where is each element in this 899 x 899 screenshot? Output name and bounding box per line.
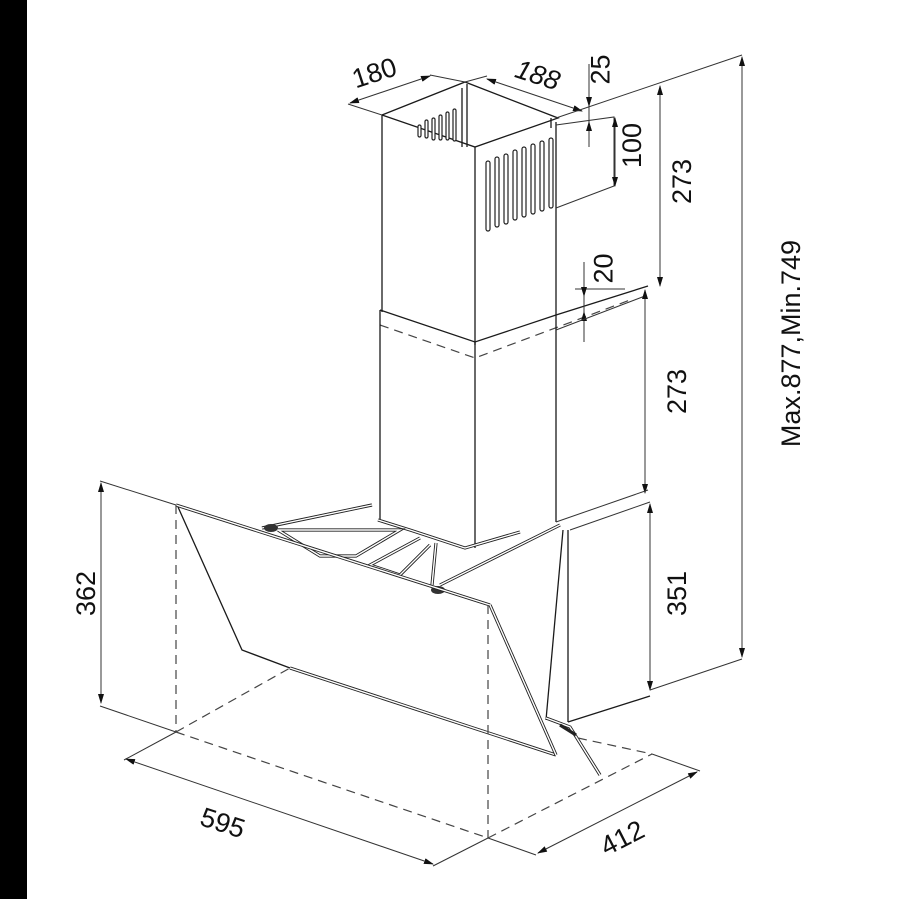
lower-chimney bbox=[379, 285, 649, 548]
left-border-strip bbox=[0, 0, 27, 899]
dim-label-lower-chimney: 273 bbox=[662, 368, 693, 415]
dim-label-outlet-height: 100 bbox=[617, 122, 648, 169]
dimension-lines bbox=[98, 54, 745, 867]
footprint-outline bbox=[175, 505, 653, 839]
glass-panel bbox=[175, 503, 651, 776]
hood-frame bbox=[261, 503, 561, 594]
vent-slots-rear bbox=[417, 108, 457, 142]
upper-chimney bbox=[381, 81, 615, 345]
dim-label-body-height: 351 bbox=[662, 570, 693, 617]
dim-label-upper-chimney: 273 bbox=[667, 158, 698, 205]
dim-label-overlap: 20 bbox=[588, 253, 619, 284]
dim-label-outlet-offset: 25 bbox=[585, 54, 616, 85]
dim-label-total-height: Max.877,Min.749 bbox=[776, 239, 807, 448]
dim-label-glass-height: 362 bbox=[71, 570, 102, 617]
vent-slots-side bbox=[485, 137, 554, 232]
